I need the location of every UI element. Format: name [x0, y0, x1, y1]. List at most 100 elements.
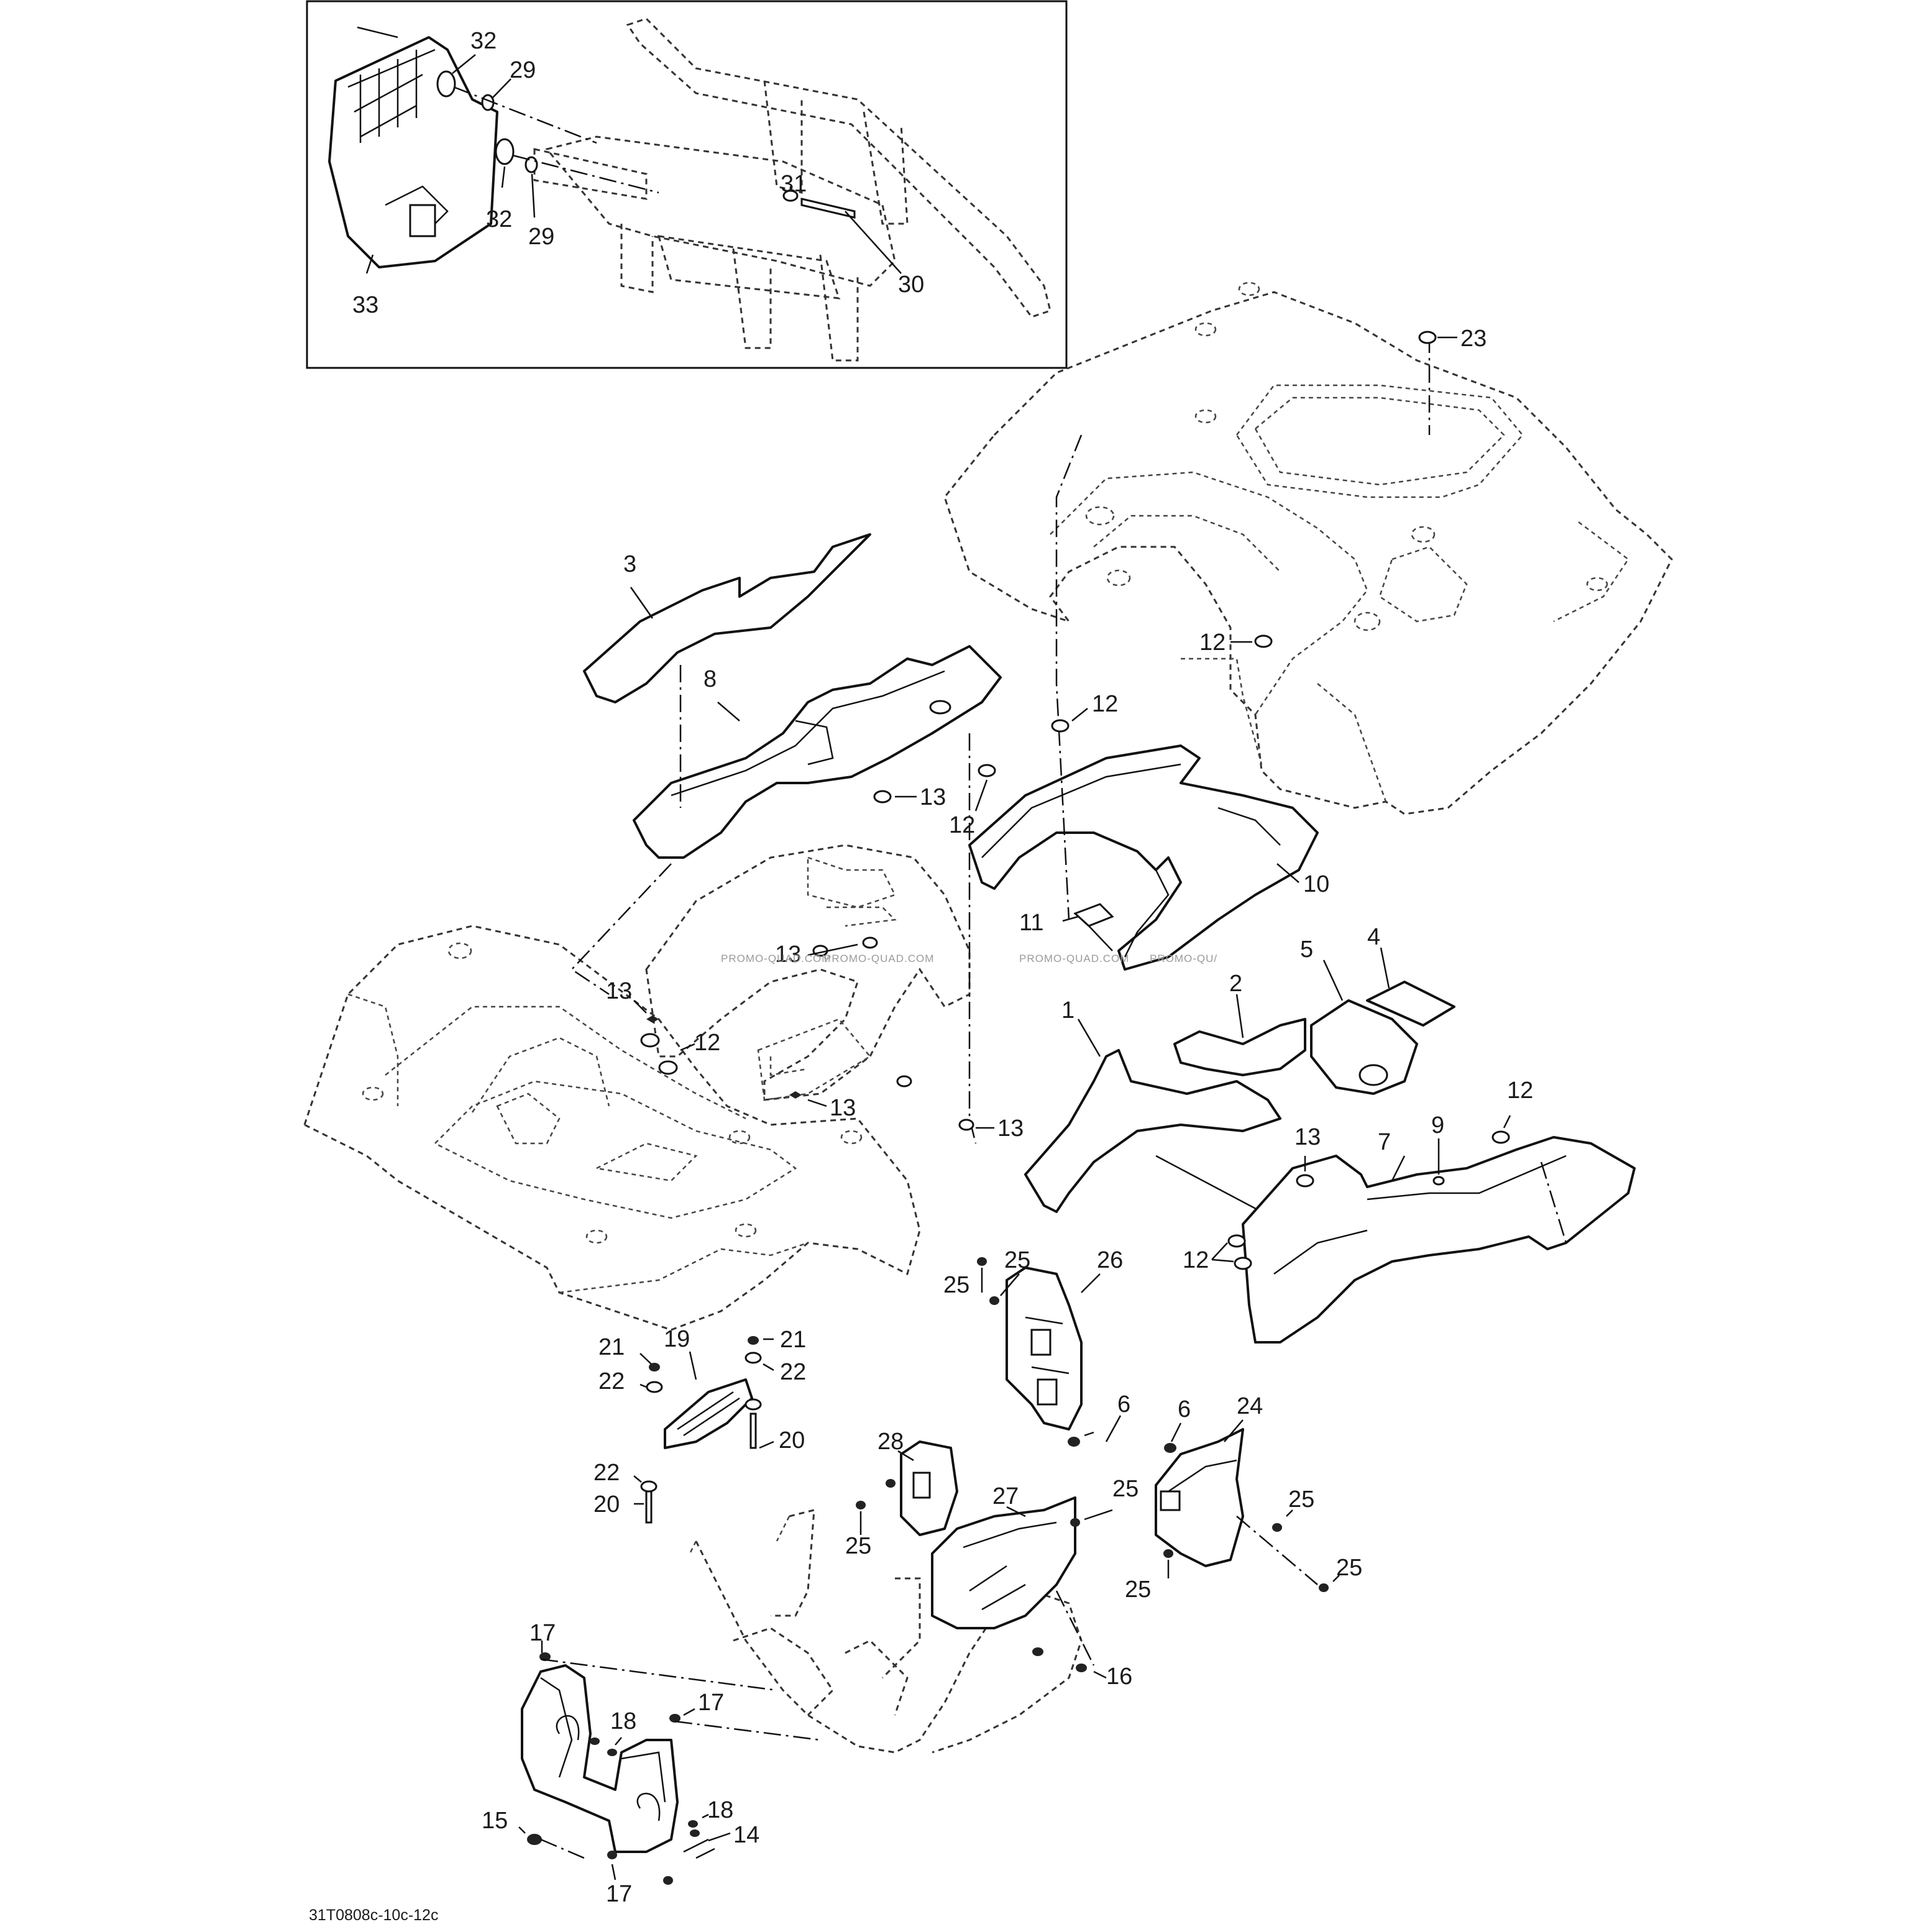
callout-23: 23	[1460, 326, 1487, 352]
callout-9: 9	[1431, 1112, 1444, 1138]
callout-14: 14	[733, 1822, 759, 1848]
callout-32b: 32	[486, 206, 512, 232]
watermark-3: PROMO-QUAD.COM	[1019, 953, 1129, 964]
rear-fender-outline	[943, 282, 1673, 815]
callout-26: 26	[1097, 1247, 1123, 1273]
part-14-front-bumper: 14	[521, 1664, 759, 1859]
callout-12f: 12	[1183, 1247, 1209, 1273]
center-console-outline	[645, 844, 971, 1101]
callout-6a: 6	[1117, 1391, 1130, 1417]
callout-16: 16	[1106, 1664, 1132, 1690]
callout-32a: 32	[470, 28, 497, 54]
callout-29b: 29	[528, 224, 554, 250]
callout-17a: 17	[529, 1620, 556, 1646]
bumper-hardware: 17 17 18 18 15 17	[482, 1620, 821, 1907]
callout-21b: 21	[780, 1327, 806, 1353]
callout-2: 2	[1229, 971, 1242, 997]
front-fender-outline	[303, 925, 921, 1331]
callout-13a: 13	[920, 784, 946, 810]
part-8-left-side-panel: 8	[633, 645, 1002, 859]
front-frame-structure	[689, 1509, 1083, 1754]
watermark-2: PROMO-QUAD.COM	[824, 953, 934, 964]
part-10-rear-inner-panel: 10	[968, 744, 1329, 971]
part-2-decal: 2	[1173, 971, 1306, 1076]
callout-22c: 22	[593, 1460, 620, 1486]
part-28-bracket: 28 25	[845, 1429, 958, 1559]
part-26-bracket: 26 25 25 6	[943, 1247, 1130, 1447]
callout-25d: 25	[1336, 1555, 1362, 1581]
callout-17c: 17	[606, 1881, 632, 1907]
inset-frame	[306, 0, 1068, 369]
callout-22a: 22	[598, 1368, 625, 1394]
bracket-hardware: 21 22 21 22 20 22 20	[593, 1327, 806, 1524]
part-24-bracket: 24 6 25 25 25	[1125, 1393, 1362, 1603]
callout-27: 27	[992, 1483, 1019, 1509]
callout-15: 15	[482, 1808, 508, 1834]
callout-3: 3	[623, 551, 636, 577]
callout-31: 31	[781, 171, 807, 197]
fastener-hardware-upper: 23 12 12 12 13 13 13 12 13 13 13	[606, 326, 1533, 1273]
callout-8: 8	[703, 666, 717, 692]
inset-hardware	[436, 70, 856, 219]
part-4-plate: 4	[1366, 924, 1455, 1027]
callout-24: 24	[1237, 1393, 1263, 1419]
part-27-skid-plate: 27 25 16	[931, 1476, 1139, 1690]
callout-19: 19	[664, 1326, 690, 1352]
callout-25g: 25	[845, 1533, 871, 1559]
callout-12d: 12	[694, 1030, 720, 1056]
watermark-4: PROMO-QU/	[1150, 953, 1217, 964]
callout-6b: 6	[1178, 1396, 1191, 1422]
part-19-bracket: 19	[664, 1326, 753, 1449]
part-1-decal: 1	[1024, 997, 1281, 1213]
part-33-mud-guard	[328, 36, 498, 268]
callout-25b: 25	[943, 1272, 969, 1298]
callout-11: 11	[1019, 910, 1043, 936]
callout-13b: 13	[775, 941, 801, 968]
watermark-1: PROMO-QUAD.COM	[721, 953, 831, 964]
callout-12e: 12	[1507, 1078, 1533, 1104]
part-11-label: 11	[1019, 903, 1114, 951]
callout-29a: 29	[510, 57, 536, 83]
callout-22b: 22	[780, 1359, 806, 1385]
part-32-grommet-lower	[495, 138, 515, 165]
callout-20a: 20	[779, 1427, 805, 1454]
callout-12a: 12	[1199, 630, 1226, 656]
callout-30: 30	[898, 272, 924, 298]
part-9-fastener	[1432, 1176, 1445, 1186]
callout-18a: 18	[610, 1708, 636, 1734]
callout-28: 28	[877, 1429, 904, 1455]
part-30-bolt	[800, 198, 856, 219]
callout-12c: 12	[949, 812, 975, 838]
part-29-screw-lower	[525, 156, 538, 173]
callout-25f: 25	[1112, 1476, 1139, 1502]
callout-25a: 25	[1004, 1247, 1030, 1273]
part-3-decal: 3	[583, 533, 871, 703]
callout-20b: 20	[593, 1491, 620, 1518]
callout-4: 4	[1367, 924, 1380, 950]
assembly-lines	[570, 336, 1431, 1144]
callout-18b: 18	[707, 1797, 733, 1823]
callout-10: 10	[1303, 871, 1329, 897]
callout-25c: 25	[1288, 1486, 1314, 1513]
callout-7: 7	[1378, 1129, 1391, 1155]
part-7-right-side-panel: 7 9	[1242, 1112, 1636, 1344]
callout-17b: 17	[698, 1690, 724, 1716]
callout-13e: 13	[997, 1115, 1024, 1142]
callout-33: 33	[352, 292, 378, 318]
reference-code: 31T0808c-10c-12c	[309, 1907, 438, 1924]
callout-12b: 12	[1092, 691, 1118, 717]
callout-1: 1	[1061, 997, 1074, 1023]
callout-13c: 13	[606, 978, 632, 1004]
callout-13d: 13	[830, 1095, 856, 1121]
callout-13f: 13	[1294, 1124, 1321, 1150]
inset-detail: 32 29 31 32 29 30 33	[306, 0, 1068, 369]
callout-25e: 25	[1125, 1577, 1151, 1603]
part-32-grommet-upper	[436, 70, 456, 98]
watermark-row: PROMO-QUAD.COM PROMO-QUAD.COM PROMO-QUAD…	[721, 953, 1217, 964]
part-5-panel: 5	[1300, 936, 1418, 1095]
part-23-fastener	[1418, 331, 1437, 344]
callout-5: 5	[1300, 936, 1313, 963]
callout-21a: 21	[598, 1334, 625, 1360]
